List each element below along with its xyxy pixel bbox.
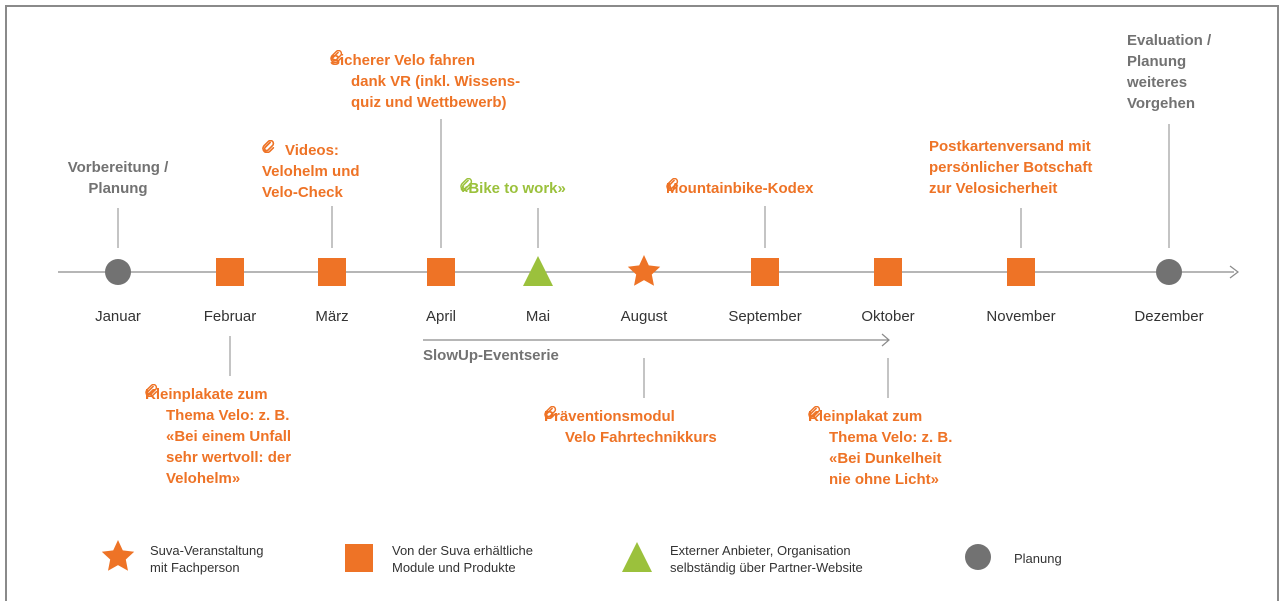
month-label-januar: Januar [95,308,141,325]
link-icon [145,384,158,397]
marker-august-star [627,255,661,286]
link-icon [330,50,343,63]
marker-mai-triangle [523,256,553,286]
marker-dezember-circle [1156,259,1182,285]
legend-circle-icon [965,544,991,570]
month-label-dezember: Dezember [1134,308,1204,325]
month-label-april: April [425,308,457,325]
legend-star-label: Suva-Veranstaltung mit Fachperson [150,543,264,575]
legend-square-icon [345,544,373,572]
annotation-kleinplakat: Kleinplakat zum Thema Velo: z. B. «Bei D… [808,406,953,488]
legend-star-icon [101,540,135,571]
legend-square-label: Von der Suva erhältliche Module und Prod… [392,543,533,575]
link-icon [460,178,473,191]
month-label-september: September [728,308,802,325]
legend-triangle-icon [622,542,652,572]
legend-circle-label: Planung [1014,551,1062,566]
annotation-kleinplakate: Kleinplakate zum Thema Velo: z. B. «Bei … [145,384,292,487]
marker-maerz-square [318,258,346,286]
annotation-postkarten: Postkartenversand mit persönlicher Botsc… [929,138,1093,197]
month-label-mai: Mai [525,308,551,325]
link-icon [262,140,275,153]
month-label-november: November [986,308,1056,325]
marker-november-square [1007,258,1035,286]
month-label-august: August [620,308,668,325]
marker-april-square [427,258,455,286]
slowup-arrowhead [881,333,890,347]
annotation-mountainbike: Mountainbike-Kodex [666,178,814,197]
month-label-oktober: Oktober [861,308,915,325]
diagram-frame [5,5,1279,601]
marker-oktober-square [874,258,902,286]
slowup-label: SlowUp-Eventserie [423,347,559,364]
annotation-evaluation: Evaluation / Planung weiteres Vorgehen [1127,32,1212,112]
legend-triangle-label: Externer Anbieter, Organisation selbstän… [670,543,863,575]
annotation-praevention: Präventionsmodul Velo Fahrtechnikkurs [544,406,717,446]
marker-januar-circle [105,259,131,285]
month-label-februar: Februar [203,308,257,325]
annotation-vorbereitung: Vorbereitung / Planung [67,159,169,197]
marker-februar-square [216,258,244,286]
annotation-bike-to-work: «Bike to work» [460,178,566,197]
month-label-maerz: März [315,308,349,325]
link-icon [808,406,821,419]
annotation-videos: Videos: Velohelm und Velo-Check [262,140,360,201]
link-icon [666,178,679,191]
marker-september-square [751,258,779,286]
timeline-arrowhead [1229,265,1239,279]
annotation-sicherer-velo: Sicherer Velo fahren dank VR (inkl. Wiss… [330,50,521,111]
link-icon [544,406,557,419]
